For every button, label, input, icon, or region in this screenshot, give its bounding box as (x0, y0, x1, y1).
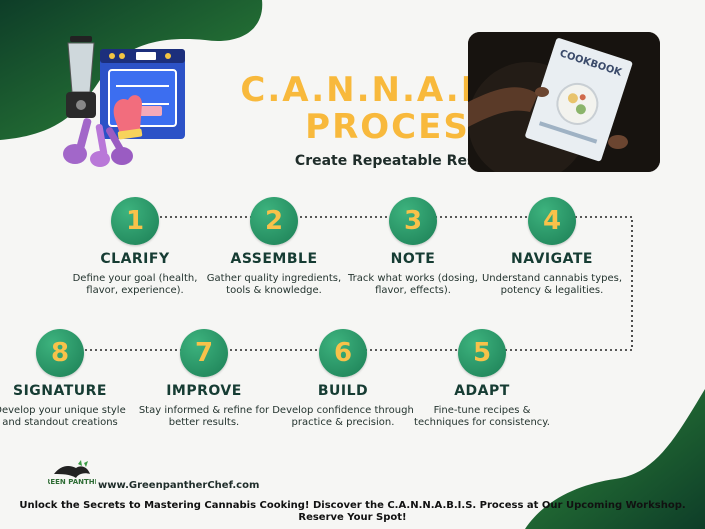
step-number-badge: 6 (319, 329, 367, 377)
step-8: 8 SIGNATURE Develop your unique style an… (0, 329, 135, 429)
step-title: IMPROVE (166, 383, 242, 399)
step-number-badge: 4 (528, 197, 576, 245)
top-left-green-blob (0, 0, 263, 140)
cookbook-photo: COOKBOOK (468, 32, 660, 172)
step-4: 4 NAVIGATE Understand cannabis types, po… (477, 197, 627, 297)
step-6: 6 BUILD Develop confidence through pract… (268, 329, 418, 429)
step-5: 5 ADAPT Fine-tune recipes & techniques f… (407, 329, 557, 429)
oven-icon (100, 49, 185, 139)
step-3: 3 NOTE Track what works (dosing, flavor,… (338, 197, 488, 297)
kitchen-illustration (63, 36, 185, 167)
step-number-badge: 7 (180, 329, 228, 377)
step-7: 7 IMPROVE Stay informed & refine for bet… (129, 329, 279, 429)
call-to-action: Unlock the Secrets to Mastering Cannabis… (19, 500, 686, 523)
step-description: Stay informed & refine for better result… (138, 405, 270, 428)
blender-icon (66, 36, 96, 118)
step-title: NAVIGATE (511, 251, 593, 267)
step-description: Understand cannabis types, potency & leg… (481, 273, 623, 296)
title-line-2: PROCESS (305, 107, 495, 147)
step-description: Define your goal (health, flavor, experi… (72, 273, 198, 296)
step-description: Gather quality ingredients, tools & know… (206, 273, 342, 296)
logo-text: GREEN PANTHER (48, 478, 96, 486)
website-link[interactable]: www.GreenpantherChef.com (98, 480, 260, 491)
measuring-spoons-icon (63, 118, 133, 167)
step-title: ASSEMBLE (230, 251, 318, 267)
step-number-badge: 1 (111, 197, 159, 245)
step-1: 1 CLARIFY Define your goal (health, flav… (60, 197, 210, 297)
step-description: Develop confidence through practice & pr… (272, 405, 414, 428)
step-title: BUILD (317, 383, 369, 399)
step-number-badge: 2 (250, 197, 298, 245)
bottom-right-green-blob (525, 389, 705, 529)
step-number-badge: 5 (458, 329, 506, 377)
step-number-badge: 3 (389, 197, 437, 245)
step-title: NOTE (390, 251, 436, 267)
oven-mitt-icon (113, 95, 143, 140)
step-title: ADAPT (454, 383, 510, 399)
step-description: Track what works (dosing, flavor, effect… (348, 273, 478, 296)
step-title: CLARIFY (100, 251, 170, 267)
green-panther-logo: GREEN PANTHER (48, 460, 96, 486)
step-number-badge: 8 (36, 329, 84, 377)
subtitle: Create Repeatable Results (294, 153, 506, 169)
step-2: 2 ASSEMBLE Gather quality ingredients, t… (199, 197, 349, 297)
step-description: Fine-tune recipes & techniques for consi… (414, 405, 550, 428)
step-description: Develop your unique style and standout c… (0, 405, 126, 428)
step-title: SIGNATURE (12, 383, 107, 399)
